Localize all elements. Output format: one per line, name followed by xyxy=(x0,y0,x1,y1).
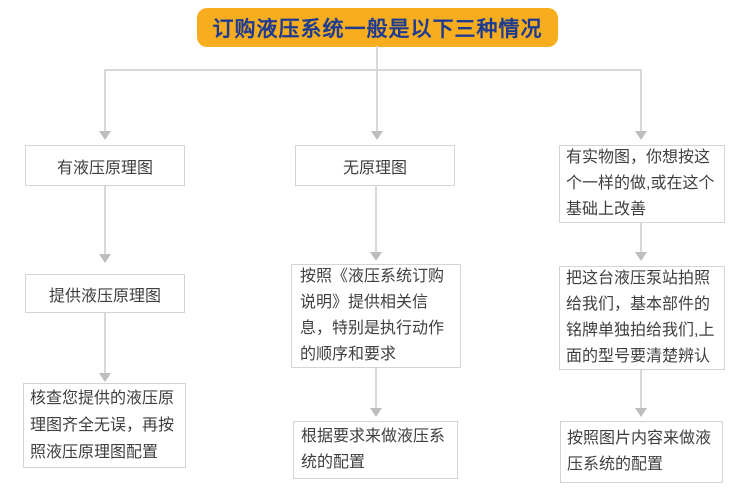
arrow-down-icon xyxy=(635,408,647,417)
box-col2-row2: 按照《液压系统订购说明》提供相关信息，特别是执行动作的顺序和要求 xyxy=(291,264,461,368)
arrow-down-icon xyxy=(99,131,111,140)
connector-line xyxy=(104,313,106,373)
connector-line xyxy=(640,69,642,132)
connector-line xyxy=(105,69,642,71)
arrow-down-icon xyxy=(99,373,111,382)
arrow-down-icon xyxy=(370,252,382,261)
arrow-down-icon xyxy=(371,131,383,140)
box-col1-row3: 核查您提供的液压原理图齐全无误，再按照液压原理图配置 xyxy=(23,383,186,468)
flowchart-title: 订购液压系统一般是以下三种情况 xyxy=(197,8,558,47)
connector-line xyxy=(104,186,106,254)
box-col2-row1: 无原理图 xyxy=(295,145,455,186)
connector-line xyxy=(375,186,377,252)
connector-line xyxy=(375,368,377,408)
box-col1-row1: 有液压原理图 xyxy=(25,145,185,186)
box-col2-row3: 根据要求来做液压系统的配置 xyxy=(293,421,458,479)
box-col3-row3: 按照图片内容来做液压系统的配置 xyxy=(560,421,723,483)
arrow-down-icon xyxy=(635,252,647,261)
connector-line xyxy=(104,69,106,132)
connector-line xyxy=(640,223,642,252)
arrow-down-icon xyxy=(370,408,382,417)
box-col1-row2: 提供液压原理图 xyxy=(25,274,185,313)
box-col3-row2: 把这台液压泵站拍照给我们，基本部件的铭牌单独拍给我们,上面的型号要清楚辨认 xyxy=(559,266,725,370)
arrow-down-icon xyxy=(99,254,111,263)
arrow-down-icon xyxy=(635,131,647,140)
connector-line xyxy=(640,370,642,408)
box-col3-row1: 有实物图，你想按这个一样的做,或在这个基础上改善 xyxy=(559,145,725,223)
connector-line xyxy=(376,46,378,132)
